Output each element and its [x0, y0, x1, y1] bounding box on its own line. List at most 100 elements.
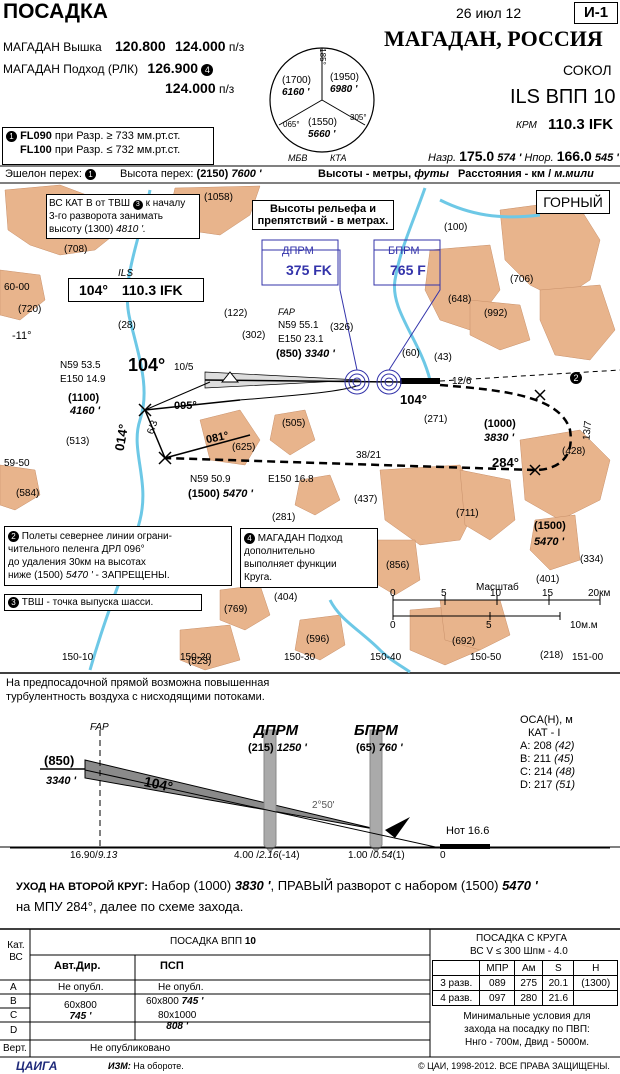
- row-b: B: [10, 996, 17, 1007]
- cat-b-note: ВС КАТ В от ТВШ 3 к началу 3-го разворот…: [46, 194, 200, 239]
- circ-cell: 089: [479, 975, 516, 991]
- kat-label-1: Кат.: [7, 940, 25, 951]
- missed-t3: , ПРАВЫЙ разворот с набором (1500): [270, 878, 499, 893]
- units-row: Высоты - метры, футы Расстояния - км / м…: [318, 168, 594, 180]
- krm-label: КРМ: [516, 120, 537, 131]
- dist-12-6: 12/6: [452, 376, 472, 387]
- chart-id: И-1: [574, 2, 618, 24]
- note-4-box: 4 МАГАДАН Подход дополнительно выполняет…: [240, 528, 378, 588]
- amendment-note: ИЗМ: На обороте.: [108, 1061, 184, 1071]
- elev: (334): [580, 554, 604, 565]
- izm-label: ИЗМ:: [108, 1061, 131, 1071]
- scale-km: 0: [390, 588, 396, 599]
- oca-d-h: (51): [555, 779, 576, 791]
- note-3-marker: 3: [8, 597, 19, 608]
- lat-59-50: 59-50: [4, 458, 30, 469]
- elev: (856): [386, 560, 410, 571]
- elev: (28): [118, 320, 136, 331]
- elev: (218): [540, 650, 564, 661]
- elev: (401): [536, 574, 560, 585]
- freq-tower-unit: п/з: [228, 40, 245, 54]
- msa-radial-305: 305°: [350, 113, 367, 122]
- cat-b-3: 3-го разворота занимать: [49, 211, 163, 222]
- oca-a: A: 208: [520, 740, 552, 752]
- profile-dist-2-h: (-14): [278, 850, 300, 861]
- wp2-alt-ft: 5470 ': [222, 488, 254, 500]
- vfr-line-2: захода на посадку по ПВП:: [464, 1024, 590, 1035]
- fap-alt-m: (850): [276, 348, 302, 360]
- npor-label: Нпор.: [524, 152, 554, 164]
- elev: (1058): [204, 192, 233, 203]
- bc-avt: 60x800 745 ': [64, 1000, 97, 1022]
- npor-value: 166.0: [556, 148, 592, 164]
- note-2-marker: 2: [8, 531, 19, 542]
- missed-label: УХОД НА ВТОРОЙ КРУГ:: [16, 881, 148, 893]
- profile-dist-3-nm: 0.54: [373, 850, 393, 861]
- note-4-line: Круга.: [244, 572, 273, 583]
- cat-b-5: 4810 '.: [116, 224, 146, 235]
- fap-triangle: [220, 371, 240, 383]
- elev: (584): [16, 488, 40, 499]
- dist-13-7: 13/7: [581, 420, 595, 441]
- elev: (428): [562, 446, 586, 457]
- missed-t4: 5470 ': [502, 878, 538, 893]
- freq-approach-b: 124.000: [165, 80, 216, 96]
- freq-tower-label: МАГАДАН Вышка: [3, 40, 102, 54]
- circ-col: МПР: [479, 960, 516, 976]
- note-2-line: Полеты севернее линии ограни-: [21, 531, 172, 542]
- elev: (625): [232, 442, 256, 453]
- elev: (769): [224, 604, 248, 615]
- units-d: м.мили: [554, 168, 594, 180]
- b-avt-ft: 745 ': [69, 1011, 92, 1022]
- magnetic-variation: -11°: [12, 330, 32, 342]
- profile-dist-1: 16.90/9.13: [70, 850, 117, 861]
- profile-dprm: ДПРМ: [254, 722, 299, 739]
- elev: (720): [18, 304, 42, 315]
- alt-1500-ft: 5470 ': [534, 536, 565, 548]
- b-psp-ft: 745 ': [181, 996, 204, 1007]
- bprm-freq: 765 F: [390, 262, 426, 278]
- runway: [400, 378, 440, 384]
- lon-label: 150-50: [470, 652, 502, 663]
- circ-cell: 097: [479, 990, 516, 1006]
- circ-col-blank: [431, 960, 481, 976]
- row-c: C: [10, 1010, 18, 1021]
- oca-kat: КАТ - I: [528, 727, 561, 739]
- elev: (692): [452, 636, 476, 647]
- echelon-label: Эшелон перех:: [5, 168, 82, 180]
- circ-cell: 280: [514, 990, 544, 1006]
- fap-lat: N59 55.1: [278, 320, 319, 331]
- scale-label: Масштаб: [476, 582, 519, 593]
- msa-sector-2-ft: 6980 ': [330, 84, 358, 95]
- publisher-logo: ЦАИГА: [16, 1059, 58, 1073]
- profile-graphics: [10, 729, 610, 853]
- profile-threshold-elev: Нот 16.6: [446, 825, 490, 837]
- elev: (60): [402, 348, 420, 359]
- transition-level-note: 1 FL090 при Разр. ≥ 733 мм.рт.ст. FL100 …: [2, 127, 214, 165]
- kat-header: Кат. ВС: [4, 940, 28, 964]
- vert-value: Не опубликовано: [90, 1043, 171, 1054]
- dprm-freq: 375 FK: [286, 262, 332, 278]
- alt-trans-ft: 7600 ': [231, 168, 262, 180]
- missed-t2: 3830 ': [234, 878, 271, 893]
- scale-nm: 10м.м: [570, 620, 598, 631]
- note-4-box-marker: 4: [244, 533, 255, 544]
- scale-bar: [392, 595, 601, 620]
- scale-km: 10: [490, 588, 502, 599]
- profile-bprm: БПРМ: [354, 722, 398, 739]
- note-3-text: ТВШ - точка выпуска шасси.: [21, 597, 154, 608]
- msa-radial-185: 185°: [317, 48, 327, 65]
- vfr-line-3: Ннго - 700м, Двид - 5000м.: [464, 1037, 590, 1048]
- freq-approach-unit: п/з: [218, 82, 235, 96]
- chart-date: 26 июл 12: [456, 5, 522, 21]
- a-psp: Не опубл.: [158, 982, 204, 993]
- krm-value: 110.3 IFK: [548, 116, 614, 133]
- turb-line-1: На предпосадочной прямой возможна повыше…: [6, 677, 270, 689]
- col-avt: Авт.Дир.: [54, 960, 101, 972]
- profile-dist-3-km: 1.00 /: [348, 850, 374, 861]
- copyright: © ЦАИ, 1998-2012. ВСЕ ПРАВА ЗАЩИЩЕНЫ.: [418, 1061, 610, 1071]
- profile-dist-2-nm: 2.16: [259, 850, 279, 861]
- fl090-text: при Разр. ≥ 733 мм.рт.ст.: [54, 130, 181, 142]
- mountain-label: ГОРНЫЙ: [536, 190, 610, 214]
- freq-approach-row: МАГАДАН Подход (РЛК) 126.900 4: [3, 60, 214, 76]
